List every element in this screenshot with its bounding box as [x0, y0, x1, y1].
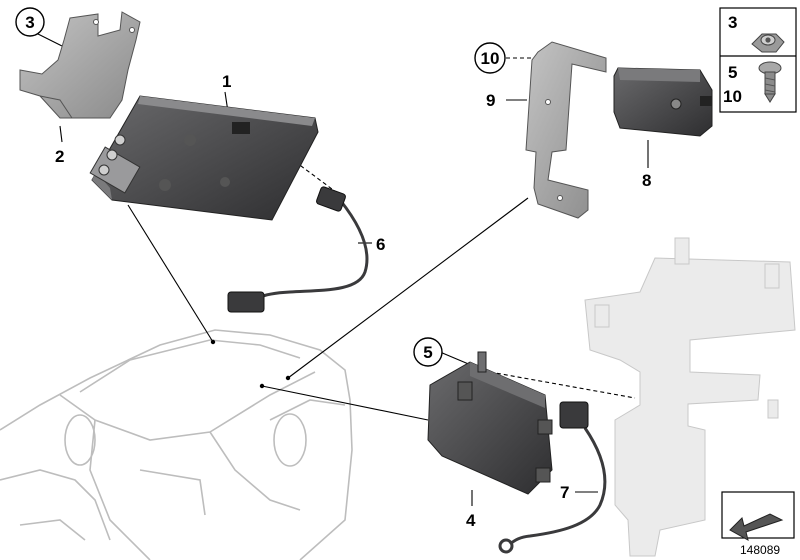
part-bracket-9: [525, 41, 607, 219]
callout-label-6: 6: [376, 235, 385, 254]
leader-dots: [210, 339, 291, 389]
part-receiver-unit: [89, 95, 319, 221]
callout-4: 4: [466, 511, 476, 530]
part-cable-6: [257, 199, 369, 300]
part-bracket-upper-left: [19, 11, 141, 119]
callout-3: 3: [15, 7, 45, 37]
callout-2: 2: [55, 147, 64, 166]
nut-icon: [751, 33, 785, 53]
legend-label-nut: 3: [728, 13, 737, 32]
callout-8: 8: [642, 171, 651, 190]
screw-icon: [758, 61, 782, 103]
callout-label-7: 7: [560, 483, 569, 502]
legend-label-screw-top: 5: [728, 63, 737, 82]
callout-5: 5: [413, 337, 443, 367]
callout-label-9: 9: [486, 91, 495, 110]
callout-label-4: 4: [466, 511, 476, 530]
callout-label-3: 3: [25, 13, 34, 32]
callout-label-10: 10: [481, 49, 500, 68]
callout-label-2: 2: [55, 147, 64, 166]
part-cable-7: [509, 427, 607, 546]
callout-label-1: 1: [222, 72, 231, 91]
vehicle-outline: [0, 329, 353, 560]
ghost-mounting-bracket: [584, 237, 796, 557]
callout-10: 10: [474, 42, 506, 74]
callout-label-8: 8: [642, 171, 651, 190]
callout-7: 7: [560, 483, 569, 502]
part-amplifier-4: [427, 351, 553, 495]
part-cable-6-connectors: [227, 186, 346, 313]
reference-number: 148089: [740, 543, 780, 557]
callout-label-5: 5: [423, 343, 432, 362]
part-cable-7-connectors: [498, 401, 589, 554]
part-module-8: [613, 67, 713, 137]
callout-6: 6: [376, 235, 385, 254]
direction-arrow-icon: [729, 513, 784, 541]
legend-label-screw-bottom: 10: [723, 87, 742, 106]
reference-box: 148089: [721, 491, 795, 557]
fastener-legend: 3 5 10: [719, 7, 797, 113]
callout-9: 9: [486, 91, 495, 110]
callout-1: 1: [222, 72, 231, 91]
